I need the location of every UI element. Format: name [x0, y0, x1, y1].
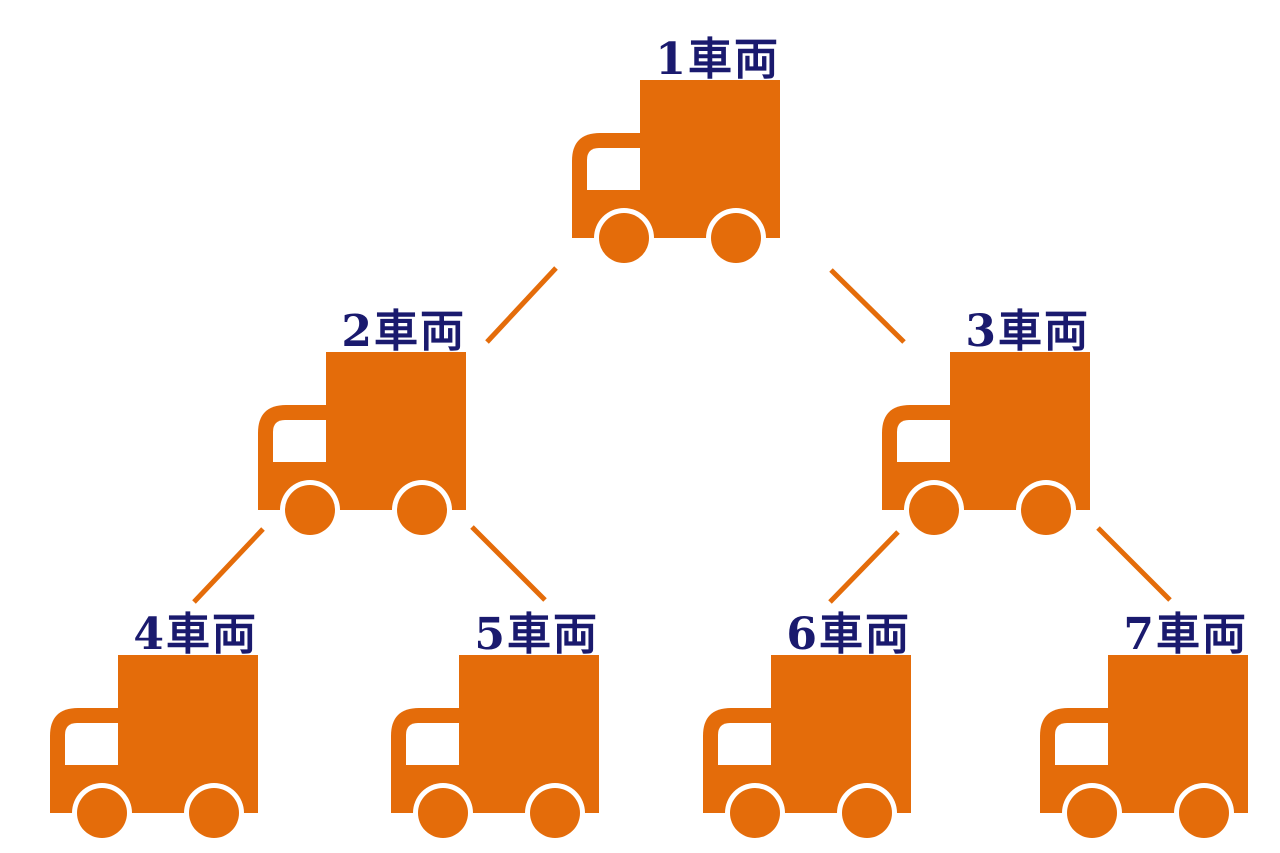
truck-label: 3車両	[965, 306, 1090, 357]
truck-cargo-box	[118, 655, 258, 813]
truck-icon	[1040, 655, 1248, 843]
truck-icon	[50, 655, 258, 843]
truck-window	[273, 420, 326, 462]
truck-icon	[703, 655, 911, 843]
truck-label: 1車両	[655, 34, 780, 85]
truck-node: 2車両	[258, 306, 466, 540]
connector-lines	[192, 266, 1172, 604]
truck-wheel	[1179, 788, 1229, 838]
truck-node: 7車両	[1040, 609, 1248, 843]
truck-label: 7車両	[1123, 609, 1248, 660]
truck-window	[897, 420, 950, 462]
truck-wheel	[599, 213, 649, 263]
truck-wheel	[711, 213, 761, 263]
truck-icon	[882, 352, 1090, 540]
truck-cargo-box	[459, 655, 599, 813]
connector-line	[1096, 526, 1172, 602]
truck-cargo-box	[640, 80, 780, 238]
truck-node: 5車両	[391, 609, 599, 843]
truck-wheel	[285, 485, 335, 535]
truck-window	[587, 148, 640, 190]
truck-icon	[572, 80, 780, 268]
truck-icon	[391, 655, 599, 843]
truck-cargo-box	[1108, 655, 1248, 813]
truck-wheel	[909, 485, 959, 535]
truck-node: 6車両	[703, 609, 911, 843]
truck-wheel	[842, 788, 892, 838]
connector-line	[828, 530, 900, 604]
truck-wheel	[189, 788, 239, 838]
truck-node: 1車両	[572, 34, 780, 268]
truck-cargo-box	[771, 655, 911, 813]
truck-window	[1055, 723, 1108, 765]
truck-wheel	[77, 788, 127, 838]
truck-nodes: 1車両 2車両 3車両 4車両 5車両 6車両 7車両	[50, 34, 1248, 843]
truck-wheel	[418, 788, 468, 838]
connector-line	[485, 266, 558, 344]
connector-line	[470, 525, 547, 602]
truck-wheel	[397, 485, 447, 535]
connector-line	[192, 527, 265, 604]
truck-cargo-box	[950, 352, 1090, 510]
truck-window	[718, 723, 771, 765]
truck-wheel	[730, 788, 780, 838]
connector-line	[829, 268, 906, 344]
truck-window	[65, 723, 118, 765]
truck-cargo-box	[326, 352, 466, 510]
truck-wheel	[1021, 485, 1071, 535]
truck-label: 5車両	[474, 609, 599, 660]
truck-node: 3車両	[882, 306, 1090, 540]
truck-label: 6車両	[786, 609, 911, 660]
truck-icon	[258, 352, 466, 540]
truck-label: 2車両	[341, 306, 466, 357]
truck-window	[406, 723, 459, 765]
truck-node: 4車両	[50, 609, 258, 843]
truck-wheel	[1067, 788, 1117, 838]
truck-label: 4車両	[133, 609, 258, 660]
truck-wheel	[530, 788, 580, 838]
